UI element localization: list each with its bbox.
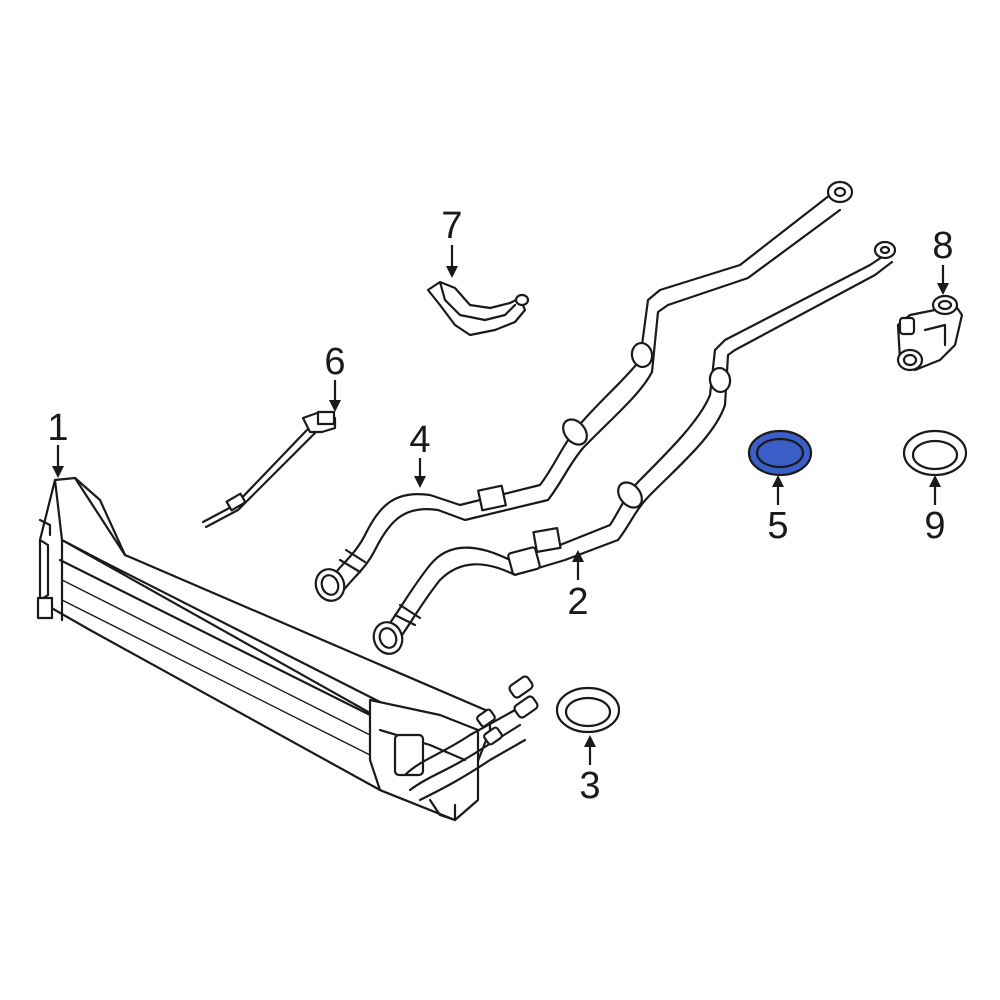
callout-arrows	[52, 245, 949, 765]
callout-2[interactable]: 2	[567, 581, 588, 623]
callout-1[interactable]: 1	[47, 407, 68, 449]
part-7-clip[interactable]	[426, 280, 530, 337]
part-8-connector[interactable]	[896, 294, 964, 372]
part-4-cooler-line[interactable]	[311, 180, 854, 605]
part-3-seal-ring[interactable]	[555, 686, 621, 734]
callout-6[interactable]: 6	[324, 341, 345, 383]
callout-8[interactable]: 8	[932, 225, 953, 267]
callout-3[interactable]: 3	[579, 765, 600, 807]
part-9-seal-ring[interactable]	[902, 429, 968, 477]
part-5-seal-ring[interactable]	[747, 429, 813, 477]
callout-7[interactable]: 7	[441, 205, 462, 247]
callout-5[interactable]: 5	[767, 505, 788, 547]
part-1-oil-cooler[interactable]	[36, 476, 539, 822]
part-2-cooler-line[interactable]	[369, 240, 897, 658]
callout-4[interactable]: 4	[409, 419, 430, 461]
part-6-bracket[interactable]	[201, 410, 337, 529]
callout-9[interactable]: 9	[924, 505, 945, 547]
